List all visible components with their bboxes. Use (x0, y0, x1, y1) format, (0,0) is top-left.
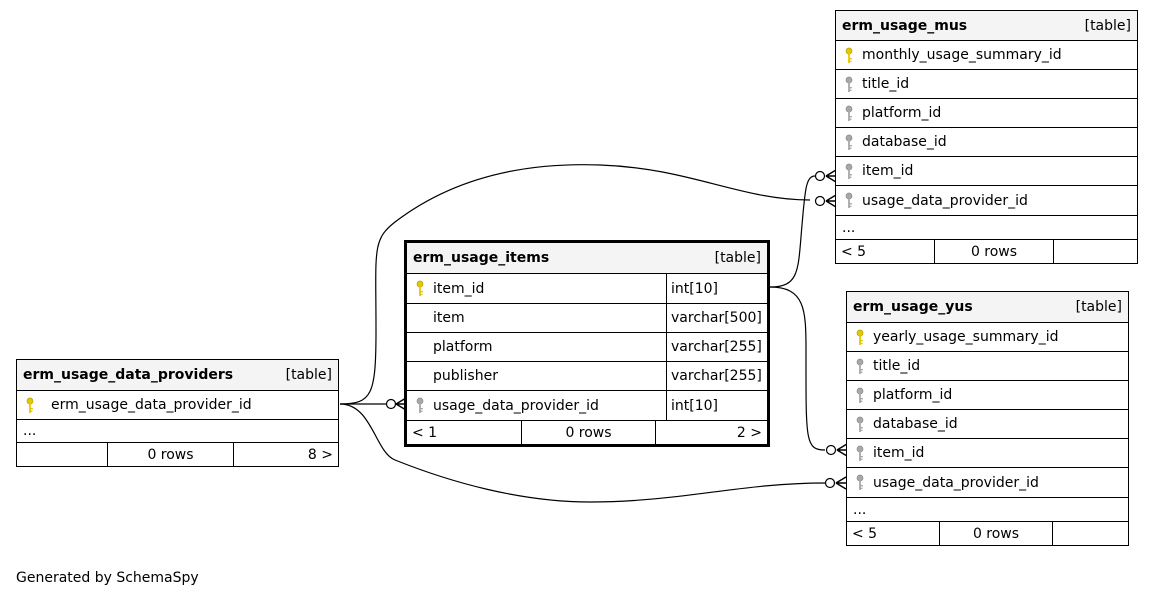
key-icon (842, 163, 856, 180)
key-icon (413, 397, 427, 414)
column-name: platform_id (862, 105, 942, 121)
footer-parents: < 1 (412, 424, 438, 441)
key-icon (853, 358, 867, 375)
column-name: usage_data_provider_id (433, 397, 599, 414)
key-icon (842, 105, 856, 122)
edge-items-yus (769, 286, 826, 451)
column-name: item_id (873, 445, 925, 461)
table-erm-usage-mus[interactable]: erm_usage_mus [table] monthly_usage_summ… (835, 10, 1138, 264)
table-kind: [table] (285, 367, 332, 383)
column-name: usage_data_provider_id (873, 474, 1039, 491)
table-header: erm_usage_mus [table] (836, 11, 1137, 40)
column-type: varchar[255] (666, 362, 767, 390)
footer-children: 2 > (736, 424, 762, 441)
table-kind: [table] (714, 250, 761, 266)
key-icon (23, 397, 37, 414)
footer-parents (17, 443, 107, 466)
column-name: yearly_usage_summary_id (873, 329, 1059, 345)
table-erm-usage-data-providers[interactable]: erm_usage_data_providers [table] erm_usa… (16, 359, 339, 467)
table-kind: [table] (1084, 17, 1131, 34)
table-header: erm_usage_yus [table] (847, 292, 1128, 322)
column-name: item_id (433, 280, 485, 297)
column-name: item_id (862, 163, 914, 179)
table-name: erm_usage_mus (842, 17, 968, 34)
more-columns: ... (847, 497, 1128, 521)
column-name: erm_usage_data_provider_id (51, 397, 252, 413)
table-footer: < 5 0 rows (847, 521, 1128, 545)
table-kind: [table] (1075, 299, 1122, 315)
table-footer: 0 rows 8 > (17, 442, 338, 466)
table-name: erm_usage_data_providers (23, 367, 234, 383)
column-name: monthly_usage_summary_id (862, 47, 1062, 63)
footer-children (1054, 240, 1137, 263)
key-icon (853, 416, 867, 433)
column-row: publisher varchar[255] (407, 361, 767, 390)
column-name: usage_data_provider_id (862, 192, 1028, 209)
column-name: database_id (862, 134, 947, 150)
key-icon (842, 76, 856, 93)
footer-children: 8 > (307, 446, 333, 463)
column-row: database_id (847, 409, 1128, 438)
key-icon (842, 47, 856, 64)
column-type: varchar[255] (666, 333, 767, 361)
key-icon (853, 474, 867, 491)
column-name: item (433, 310, 465, 326)
generator-credit: Generated by SchemaSpy (16, 570, 199, 586)
column-row: platform varchar[255] (407, 332, 767, 361)
key-icon (842, 134, 856, 151)
column-row: platform_id (836, 98, 1137, 127)
more-columns: ... (17, 419, 338, 442)
column-row: usage_data_provider_id int[10] (407, 390, 767, 420)
column-type: varchar[500] (666, 304, 767, 332)
column-type: int[10] (666, 391, 767, 420)
column-type: int[10] (666, 274, 767, 303)
column-row: title_id (847, 351, 1128, 380)
footer-row-count: 0 rows (521, 421, 656, 444)
column-name: database_id (873, 416, 958, 432)
edge-items-mus (769, 175, 816, 288)
column-row: item varchar[500] (407, 303, 767, 332)
column-row: usage_data_provider_id (847, 467, 1128, 497)
column-name: platform_id (873, 387, 953, 403)
key-icon (413, 280, 427, 297)
column-row: yearly_usage_summary_id (847, 322, 1128, 351)
footer-row-count: 0 rows (107, 443, 234, 466)
column-row: item_id int[10] (407, 273, 767, 303)
table-footer: < 1 0 rows 2 > (407, 420, 767, 444)
column-name: platform (433, 339, 493, 355)
footer-children (1053, 522, 1128, 545)
column-row: database_id (836, 127, 1137, 156)
table-header: erm_usage_data_providers [table] (17, 360, 338, 390)
key-icon (842, 192, 856, 209)
table-header: erm_usage_items [table] (407, 243, 767, 273)
footer-parents: < 5 (841, 243, 867, 260)
table-erm-usage-yus[interactable]: erm_usage_yus [table] yearly_usage_summa… (846, 291, 1129, 546)
table-erm-usage-items[interactable]: erm_usage_items [table] item_id int[10] … (404, 240, 770, 447)
key-icon (853, 329, 867, 346)
table-footer: < 5 0 rows (836, 239, 1137, 263)
column-row: item_id (847, 438, 1128, 467)
column-row: erm_usage_data_provider_id (17, 390, 338, 419)
key-icon (853, 387, 867, 404)
table-name: erm_usage_items (413, 250, 550, 266)
edge-providers-mus (339, 164, 811, 405)
column-name: title_id (873, 358, 921, 374)
footer-row-count: 0 rows (934, 240, 1054, 263)
column-name: title_id (862, 76, 910, 92)
edge-providers-yus (339, 403, 826, 503)
footer-row-count: 0 rows (939, 522, 1053, 545)
column-row: platform_id (847, 380, 1128, 409)
column-row: item_id (836, 156, 1137, 185)
column-name: publisher (433, 368, 498, 384)
key-icon (853, 445, 867, 462)
footer-parents: < 5 (852, 525, 878, 542)
column-row: usage_data_provider_id (836, 185, 1137, 215)
column-row: title_id (836, 69, 1137, 98)
more-columns: ... (836, 215, 1137, 239)
column-row: monthly_usage_summary_id (836, 40, 1137, 69)
table-name: erm_usage_yus (853, 299, 973, 315)
